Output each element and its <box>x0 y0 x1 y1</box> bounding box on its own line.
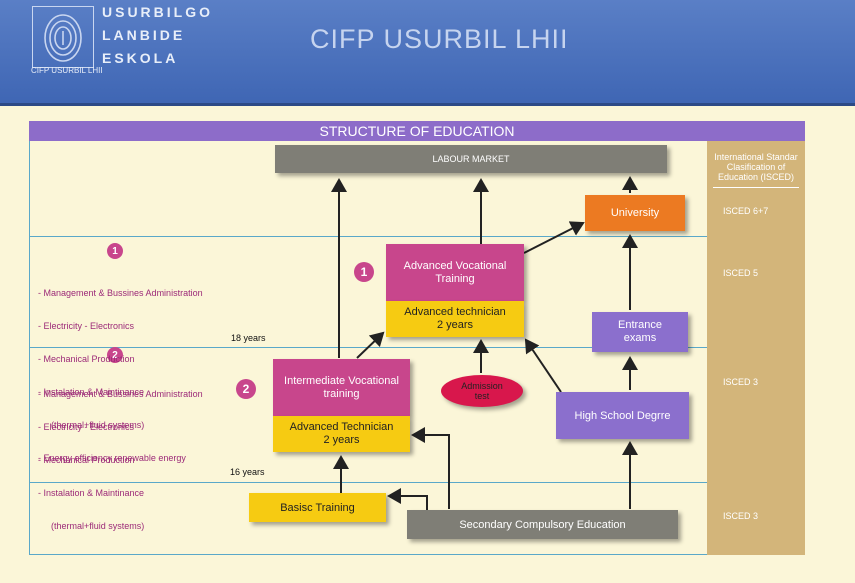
badge-1-diagram: 1 <box>354 262 374 282</box>
arrow-intermediate-to-advanced <box>356 331 385 359</box>
secondary-compulsory-box: Secondary Compulsory Education <box>407 510 678 539</box>
grid-line-left <box>29 141 30 555</box>
list-item: (thermal+fluid systems) <box>46 521 145 531</box>
isced-column <box>707 141 805 555</box>
list-item: - Mechanical Production <box>38 455 135 465</box>
age-label-16: 16 years <box>230 467 265 477</box>
list-item: - Electricity - Electronics <box>38 422 135 432</box>
labour-market-box: LABOUR MARKET <box>275 145 667 173</box>
grid-line-isced6 <box>29 236 707 237</box>
high-school-degree-box: High School Degrre <box>556 392 689 439</box>
basic-training-box: Basisc Training <box>249 493 386 522</box>
arrow-highschool-to-advanced <box>524 338 562 393</box>
grid-line-isced3 <box>29 482 707 483</box>
badge-2-diagram: 2 <box>236 379 256 399</box>
list-item: - Instalation & Maintinance <box>38 488 145 498</box>
list-item: - Management & Bussines Administration <box>38 288 203 298</box>
logo-word-3: ESKOLA <box>102 50 179 66</box>
arrow-secondary-to-intermediate <box>411 427 450 509</box>
university-box: University <box>585 195 685 231</box>
age-label-18: 18 years <box>231 333 266 343</box>
grid-line-bottom <box>29 554 707 555</box>
advanced-technician-upper-box: Advanced technician 2 years <box>386 301 524 337</box>
badge-1-list: 1 <box>107 243 123 259</box>
arrow-secondary-to-basic <box>387 488 428 512</box>
program-list-1: - Management & Bussines Administration -… <box>38 266 203 475</box>
isced-level-6-7: ISCED 6+7 <box>723 206 769 216</box>
arrow-advanced-to-university <box>523 221 585 254</box>
entrance-exams-box: Entrance exams <box>592 312 688 352</box>
advanced-vocational-box: Advanced Vocational Training <box>386 244 524 301</box>
program-list-2: - Management & Bussines Administration -… <box>38 367 203 543</box>
site-title: CIFP USURBIL LHII <box>310 24 569 54</box>
list-item: - Management & Bussines Administration <box>38 389 203 399</box>
list-item: - Energy efficiency renewable energy <box>38 453 186 463</box>
advanced-technician-lower-box: Advanced Technician 2 years <box>273 416 410 452</box>
diagram-title: STRUCTURE OF EDUCATION <box>29 121 805 141</box>
site-header <box>0 0 855 106</box>
admission-test-ellipse: Admission test <box>441 375 523 407</box>
fingerprint-icon <box>32 6 94 68</box>
logo-word-1: USURBILGO <box>102 4 213 20</box>
logo-caption: CIFP USURBIL LHII <box>31 66 103 75</box>
badge-2-list: 2 <box>107 347 123 363</box>
isced-level-5: ISCED 5 <box>723 268 759 278</box>
list-item: - Mechanical Production <box>38 354 135 364</box>
isced-header: International Standar Clasification of E… <box>714 152 798 182</box>
list-item: - Instalation & Maintinance <box>38 387 145 397</box>
intermediate-vocational-box: Intermediate Vocational training <box>273 359 410 416</box>
logo-word-2: LANBIDE <box>102 27 186 43</box>
list-item: (thermal+fluid systems) <box>46 420 145 430</box>
isced-level-3-lower: ISCED 3 <box>723 511 759 521</box>
list-item: - Electricity - Electronics <box>38 321 135 331</box>
isced-divider <box>713 187 799 188</box>
isced-level-3-upper: ISCED 3 <box>723 377 759 387</box>
